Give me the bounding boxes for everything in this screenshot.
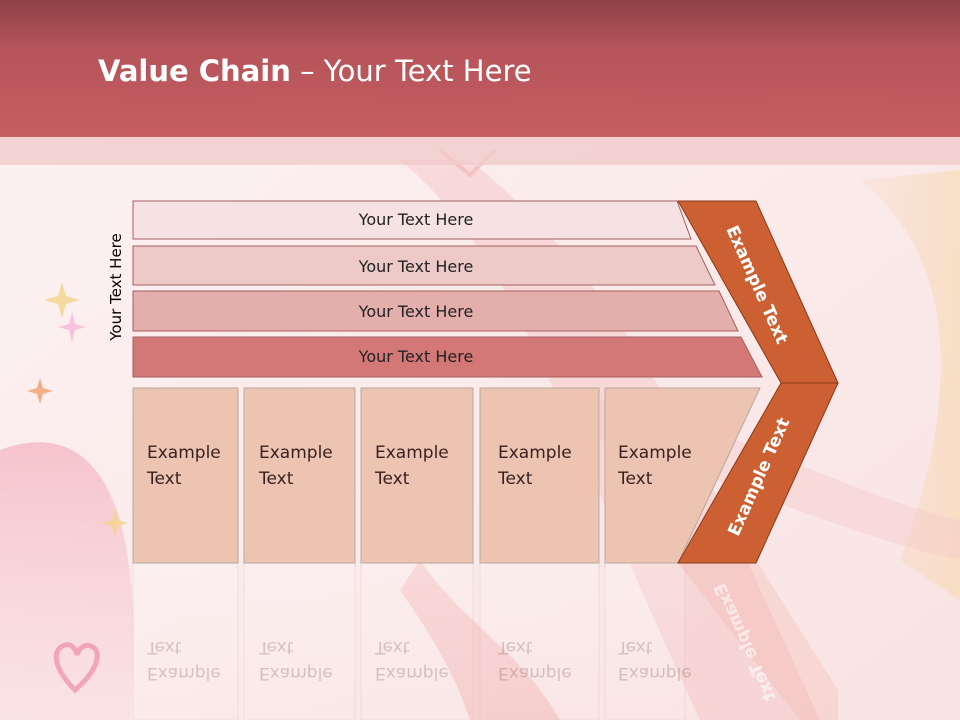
box-1-reflection-line1: Example	[147, 663, 221, 683]
box-1	[132, 387, 239, 564]
box-5-reflection-line1: Example	[618, 663, 692, 683]
bar-4	[132, 336, 763, 378]
bar-1-label: Your Text Here	[358, 210, 474, 229]
bar-4-label: Your Text Here	[358, 347, 474, 366]
bar-2	[132, 245, 716, 286]
bar-1	[132, 200, 692, 240]
box-4	[479, 387, 600, 564]
box-3-line1: Example	[375, 443, 449, 463]
box-2-line1: Example	[259, 443, 333, 463]
box-3-reflection-line1: Example	[375, 663, 449, 683]
box-3	[360, 387, 474, 564]
box-3-reflection-line2: Text	[375, 637, 410, 657]
box-4-reflection-line2: Text	[498, 637, 533, 657]
bar-3-label: Your Text Here	[358, 302, 474, 321]
box-5-reflection: Example Text	[618, 634, 692, 686]
box-2-reflection-line2: Text	[259, 637, 294, 657]
page-title: Value Chain – Your Text Here	[98, 54, 532, 88]
bar-2-label: Your Text Here	[358, 257, 474, 276]
title-rest: – Your Text Here	[290, 54, 532, 88]
box-4-line1: Example	[498, 443, 572, 463]
box-2-line2: Text	[259, 469, 294, 489]
title-bold: Value Chain	[98, 54, 291, 88]
box-1-line2: Text	[147, 469, 182, 489]
box-4-reflection-line1: Example	[498, 663, 572, 683]
box-1-line1: Example	[147, 443, 221, 463]
header-bar	[0, 0, 960, 137]
box-5-reflection-line2: Text	[618, 637, 653, 657]
reflection	[132, 562, 838, 720]
header-band	[0, 137, 960, 165]
box-5-line1: Example	[618, 443, 692, 463]
box-4-reflection: Example Text	[498, 634, 572, 686]
box-1-reflection-line2: Text	[147, 637, 182, 657]
box-3-reflection: Example Text	[375, 634, 449, 686]
box-2-reflection-line1: Example	[259, 663, 333, 683]
box-2-reflection: Example Text	[259, 634, 333, 686]
box-2	[243, 387, 356, 564]
bar-3	[132, 290, 739, 332]
box-3-line2: Text	[375, 469, 410, 489]
box-1-reflection: Example Text	[147, 634, 221, 686]
box-5-line2: Text	[618, 469, 653, 489]
chevron-bottom	[677, 382, 839, 564]
box-4-line2: Text	[498, 469, 533, 489]
